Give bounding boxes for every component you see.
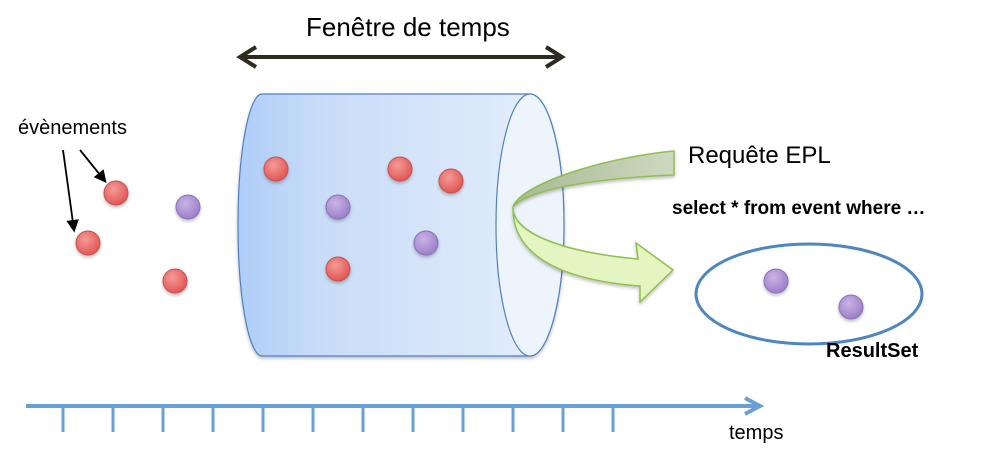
event-red bbox=[438, 168, 464, 194]
time-window-cylinder bbox=[237, 93, 565, 357]
result-event-purple bbox=[763, 268, 789, 294]
query-label: Requête EPL bbox=[688, 142, 831, 169]
window-label: Fenêtre de temps bbox=[306, 12, 510, 42]
event-pointer-arrows bbox=[62, 149, 107, 233]
events-label: évènements bbox=[18, 117, 127, 139]
event-red bbox=[162, 268, 188, 294]
resultset-ellipse bbox=[694, 242, 924, 346]
event-purple bbox=[325, 194, 351, 220]
query-curved-arrow bbox=[512, 150, 675, 304]
sql-query-text: select * from event where … bbox=[672, 198, 926, 219]
window-double-arrow bbox=[236, 45, 566, 69]
time-axis-label: temps bbox=[729, 422, 784, 444]
event-purple bbox=[413, 230, 439, 256]
event-red bbox=[325, 256, 351, 282]
event-red bbox=[263, 156, 289, 182]
resultset-label: ResultSet bbox=[826, 340, 919, 362]
resultset-group bbox=[694, 242, 924, 346]
event-red bbox=[75, 230, 101, 256]
event-purple bbox=[175, 194, 201, 220]
incoming-events bbox=[75, 180, 201, 294]
window-events bbox=[263, 156, 464, 282]
result-event-purple bbox=[838, 294, 864, 320]
timeline-ticks bbox=[61, 406, 615, 432]
event-red bbox=[103, 180, 129, 206]
timeline-axis bbox=[26, 396, 765, 432]
event-red bbox=[387, 156, 413, 182]
